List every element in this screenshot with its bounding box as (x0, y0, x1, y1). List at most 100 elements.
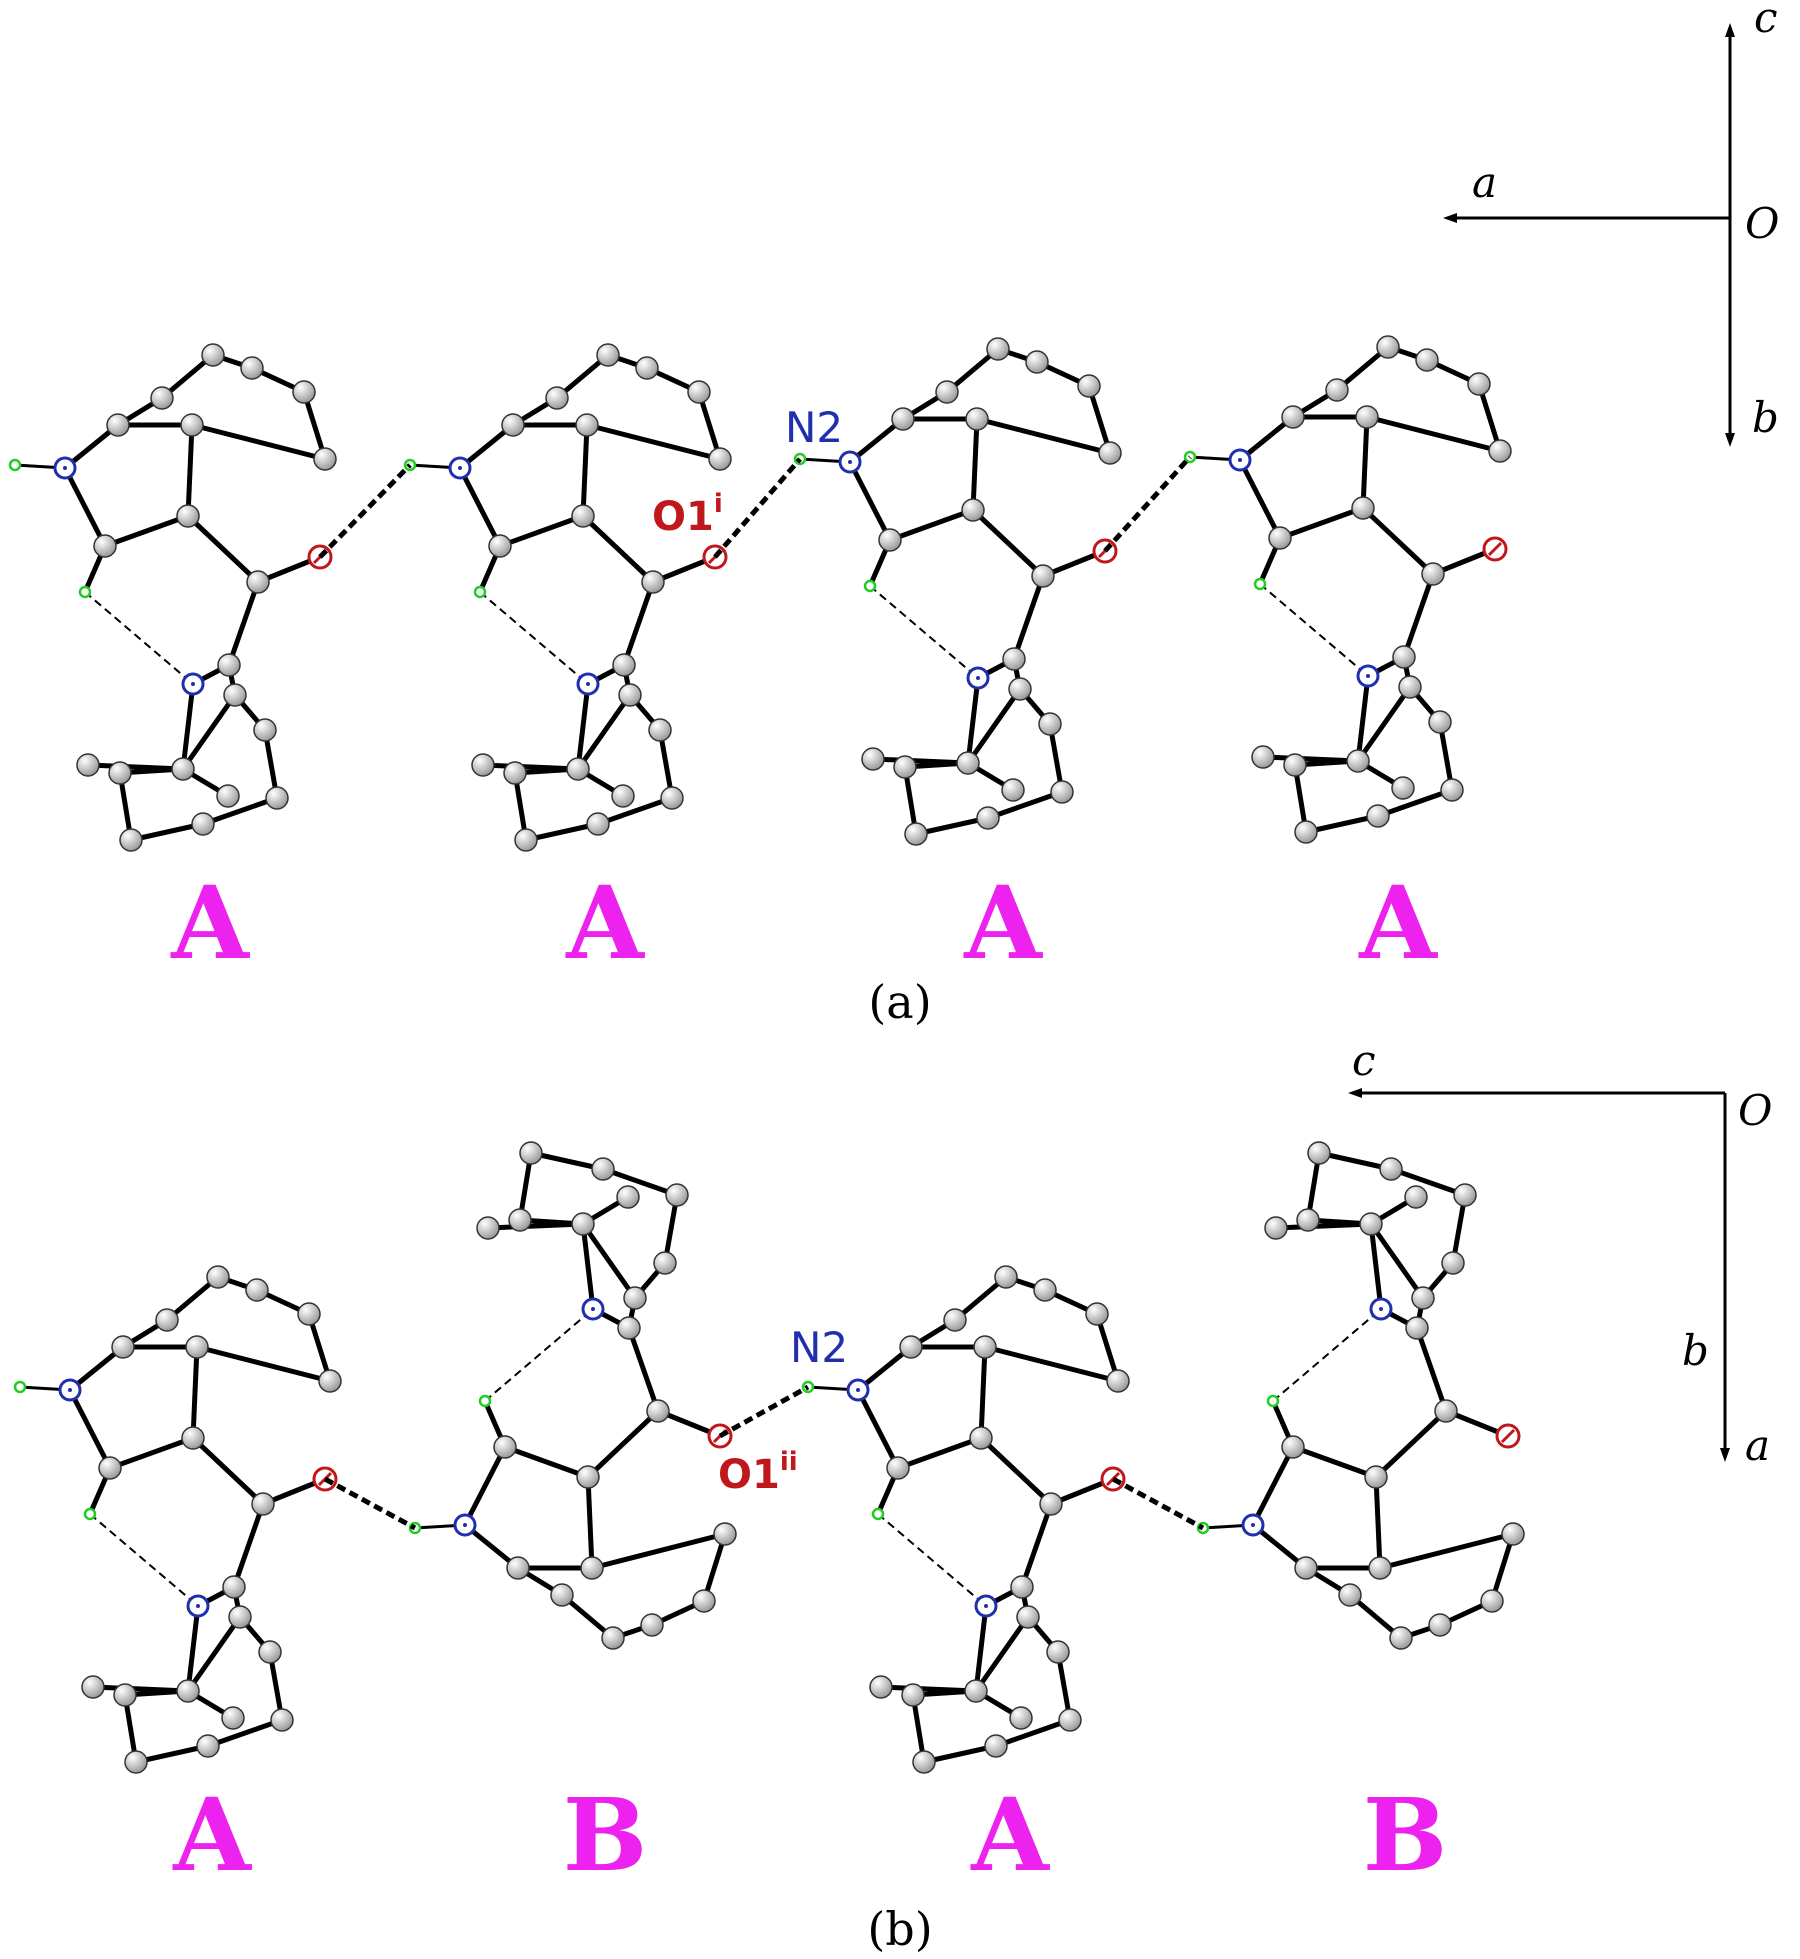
carbon-atom (571, 1212, 595, 1236)
carbon-atom (869, 1675, 893, 1699)
molecule-label: B (1363, 1776, 1448, 1894)
hydrogen-atom (863, 579, 877, 593)
carbon-atom (1283, 753, 1307, 777)
carbon-atom (221, 1706, 245, 1730)
carbon-atom (1379, 1157, 1403, 1181)
axis-origin-label: O (1745, 199, 1779, 248)
carbon-atom (1480, 1589, 1504, 1613)
bond (921, 1743, 999, 1765)
carbon-atom (1359, 1212, 1383, 1236)
carbon-atom (216, 784, 240, 808)
carbon-atom (1338, 1583, 1362, 1607)
molecule-label: A (170, 864, 250, 982)
molecule (1196, 1141, 1525, 1650)
axis-label-c: c (1754, 0, 1778, 42)
carbon-atom (616, 1185, 640, 1209)
bond (185, 513, 261, 585)
molecule-label: A (565, 864, 645, 982)
carbon-atom (708, 447, 732, 471)
carbon-atom (1294, 820, 1318, 844)
nitrogen-atom-center (63, 466, 67, 470)
hydrogen-bond (1103, 455, 1192, 553)
bond (895, 1435, 984, 1471)
bond (974, 416, 1113, 456)
bond (1373, 1474, 1383, 1571)
carbon-atom (1098, 441, 1122, 465)
molecule-label: A (963, 864, 1043, 982)
axis-label-c: c (1352, 1036, 1376, 1085)
bond (1303, 813, 1381, 835)
molecule-label: A (970, 1776, 1050, 1894)
carbon-atom (1405, 1316, 1429, 1340)
carbon-atom (1453, 1183, 1477, 1207)
carbon-atom (292, 380, 316, 404)
carbon-atom (265, 786, 289, 810)
carbon-atom (550, 1583, 574, 1607)
carbon-atom (611, 784, 635, 808)
bond (1414, 1325, 1449, 1414)
panel-caption-a: (a) (868, 975, 931, 1029)
carbon-atom (943, 1308, 967, 1332)
nitrogen-atom-center (976, 676, 980, 680)
bond (185, 1614, 243, 1694)
hydrogen-bond (318, 463, 412, 559)
bond (1360, 414, 1370, 511)
carbon-atom (935, 380, 959, 404)
bond (584, 422, 723, 462)
bond (457, 465, 503, 549)
carbon-atom (223, 683, 247, 707)
bond (973, 1614, 1031, 1694)
bond (575, 681, 591, 772)
carbon-atom (1002, 647, 1026, 671)
nitrogen-atom-center (1379, 1307, 1383, 1311)
axis-label-a: a (1472, 158, 1497, 207)
bond (1355, 673, 1371, 764)
hydrogen-bond (1111, 1476, 1205, 1531)
carbon-atom (1307, 1141, 1331, 1165)
carbon-atom (640, 1613, 664, 1637)
carbon-atom (646, 1399, 670, 1423)
carbon-atom (1058, 1708, 1082, 1732)
bond (1273, 1221, 1374, 1231)
bond (985, 789, 1065, 821)
hydrogen-atom (78, 585, 92, 599)
carbon-atom (1434, 1399, 1458, 1423)
carbon-atom (171, 757, 195, 781)
carbon-atom (961, 498, 985, 522)
hydrogen-atom (1253, 577, 1267, 591)
molecule (793, 337, 1122, 846)
carbon-atom (1281, 405, 1305, 429)
carbon-atom (901, 1683, 925, 1707)
atom-label-o1: O1ii (718, 1447, 798, 1498)
hydrogen-atom (13, 1380, 27, 1394)
carbon-atom (297, 1302, 321, 1326)
nitrogen-atom-center (1366, 674, 1370, 678)
axis-label-a: a (1745, 1421, 1770, 1470)
carbon-atom (506, 1556, 530, 1580)
intramolecular-contact (484, 1308, 594, 1402)
bond (1368, 1221, 1426, 1301)
carbon-atom (1281, 1435, 1305, 1459)
carbon-atom (586, 812, 610, 836)
intramolecular-contact (84, 591, 194, 685)
bond (1375, 787, 1455, 819)
carbon-atom (1428, 710, 1452, 734)
bond (580, 513, 656, 585)
bond (128, 821, 206, 843)
panel-b: c b a O N2 O1ii A B A B (b) (13, 1036, 1772, 1956)
atom-label-n2: N2 (785, 403, 843, 452)
hydrogen-atom (478, 1394, 492, 1408)
atom-label-n2: N2 (790, 1323, 848, 1372)
carbon-atom (1411, 1286, 1435, 1310)
hydrogen-atom (473, 585, 487, 599)
carbon-atom (891, 407, 915, 431)
carbon-atom (493, 1435, 517, 1459)
bond (502, 1444, 591, 1480)
carbon-atom (1294, 1556, 1318, 1580)
intramolecular-contact (877, 1513, 987, 1607)
bond (626, 1325, 661, 1414)
panel-a: a c b O N2 O1i A A A A (a) (8, 0, 1779, 1029)
carbon-atom (1368, 1556, 1392, 1580)
molecule (1183, 335, 1512, 844)
bond (847, 459, 893, 543)
